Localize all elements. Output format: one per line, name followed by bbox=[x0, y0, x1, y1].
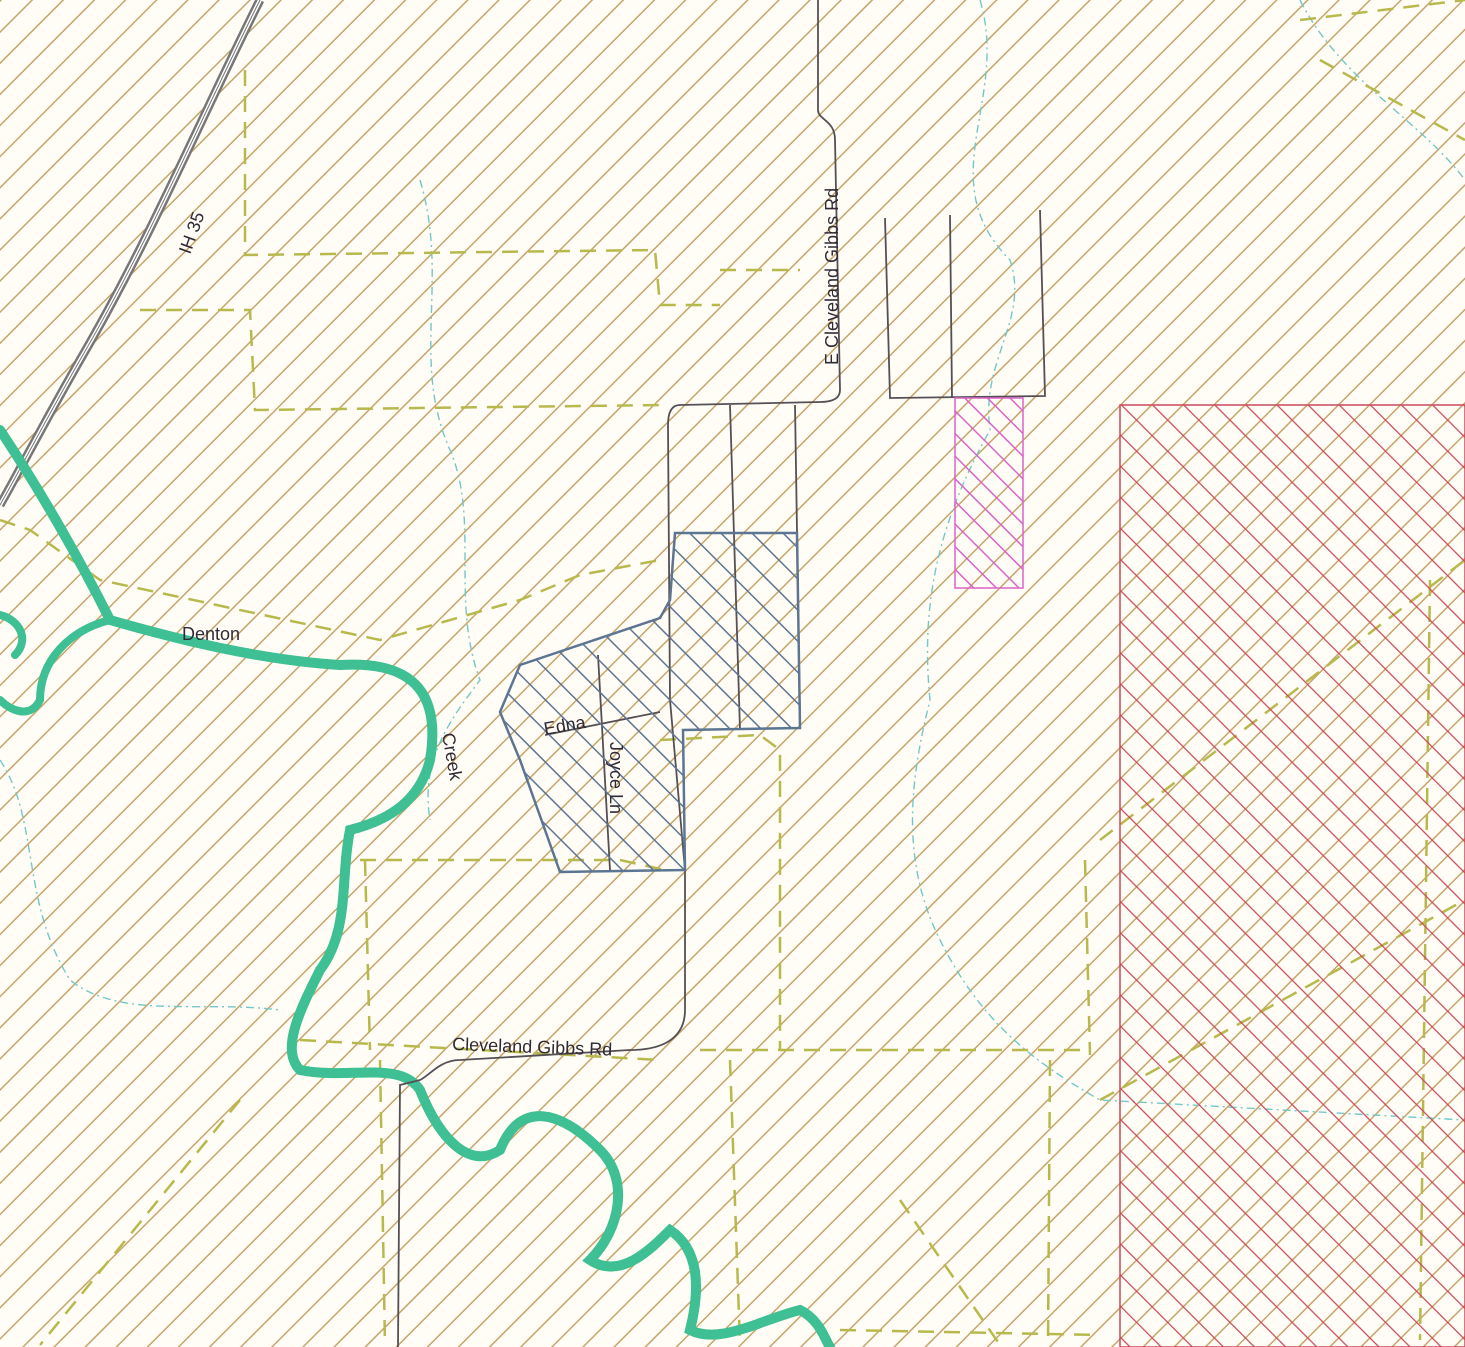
label-street-joyce: Joyce Ln bbox=[606, 742, 626, 814]
creek-tributary bbox=[0, 611, 114, 716]
zoning-area-red[interactable] bbox=[1119, 404, 1465, 1347]
creek-denton[interactable] bbox=[0, 425, 835, 1347]
label-road-north: E Cleveland Gibbs Rd bbox=[822, 188, 842, 365]
zoning-area-residential[interactable] bbox=[498, 531, 802, 874]
contour-line bbox=[911, 0, 1465, 1121]
zoning-area-pink[interactable] bbox=[954, 397, 1024, 589]
label-creek-denton: Denton bbox=[182, 624, 240, 644]
highway-ih35[interactable]: IH 35 bbox=[0, 0, 265, 508]
contour-line bbox=[1299, 0, 1465, 181]
contour-line bbox=[0, 759, 281, 1011]
